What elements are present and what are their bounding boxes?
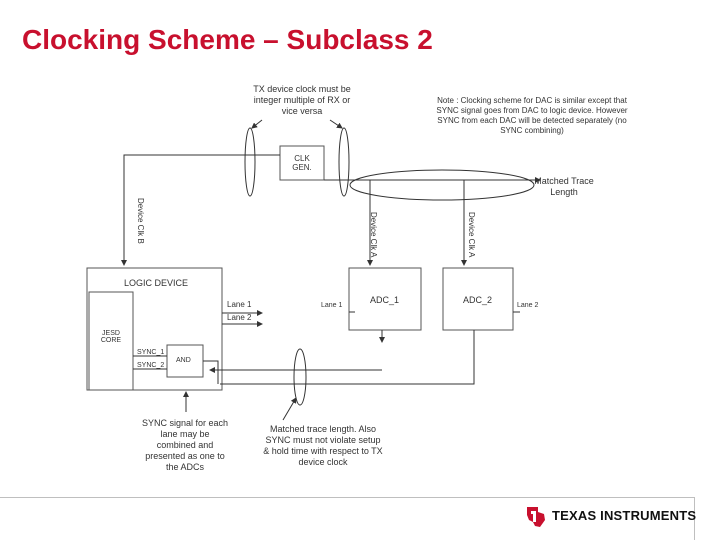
and-output-line xyxy=(203,360,219,384)
note-arrow-left xyxy=(251,119,263,129)
tx-clock-note: TX device clock must be integer multiple… xyxy=(253,84,351,116)
clk-gen-box xyxy=(279,145,325,181)
adc1-box xyxy=(348,267,422,331)
ti-brand-text: Texas Instruments xyxy=(552,508,697,523)
device-clk-a1-label: Device Clk A xyxy=(369,212,378,258)
note-arrow-right xyxy=(329,119,343,129)
device-clk-b-label: Device Clk B xyxy=(136,198,145,244)
sync-matched-ellipse xyxy=(293,348,307,406)
matched-trace-ellipse xyxy=(349,169,535,201)
sync1-label: SYNC_1 xyxy=(137,349,165,356)
clk-ellipse-left xyxy=(244,127,256,197)
lane1-out-label: Lane 1 xyxy=(227,300,252,309)
adc1-lane-label: Lane 1 xyxy=(321,302,343,309)
adc2-label: ADC_2 xyxy=(463,295,493,305)
matched-note-arrow xyxy=(282,397,297,421)
footer-divider xyxy=(0,497,694,498)
and-gate-label: AND xyxy=(176,357,191,364)
matched-trace-label: Matched Trace Length xyxy=(534,176,594,197)
ti-state-logo-icon xyxy=(527,507,545,527)
sync2-label: SYNC_2 xyxy=(137,362,165,369)
clk-ellipse-right xyxy=(338,127,350,197)
device-clk-b-line xyxy=(121,154,280,266)
right-edge-line xyxy=(694,497,695,540)
and-gate-box xyxy=(166,344,204,378)
adc2-sync-line xyxy=(220,330,475,385)
lane2-out-label: Lane 2 xyxy=(227,313,252,322)
adc2-box xyxy=(442,267,514,331)
device-clk-a2-label: Device Clk A xyxy=(467,212,476,258)
dac-note: Note : Clocking scheme for DAC is simila… xyxy=(436,96,628,135)
jesd-core-box xyxy=(88,291,134,391)
matched-sync-note: Matched trace length. Also SYNC must not… xyxy=(263,424,383,467)
slide-title: Clocking Scheme – Subclass 2 xyxy=(22,24,433,55)
clk-gen-label: CLK GEN. xyxy=(292,154,312,172)
sync-combine-note: SYNC signal for each lane may be combine… xyxy=(141,418,229,472)
adc2-lane-label: Lane 2 xyxy=(517,302,539,309)
logic-device-label: LOGIC DEVICE xyxy=(124,278,189,288)
adc1-label: ADC_1 xyxy=(370,295,400,305)
jesd-core-label: JESD CORE xyxy=(100,330,122,344)
